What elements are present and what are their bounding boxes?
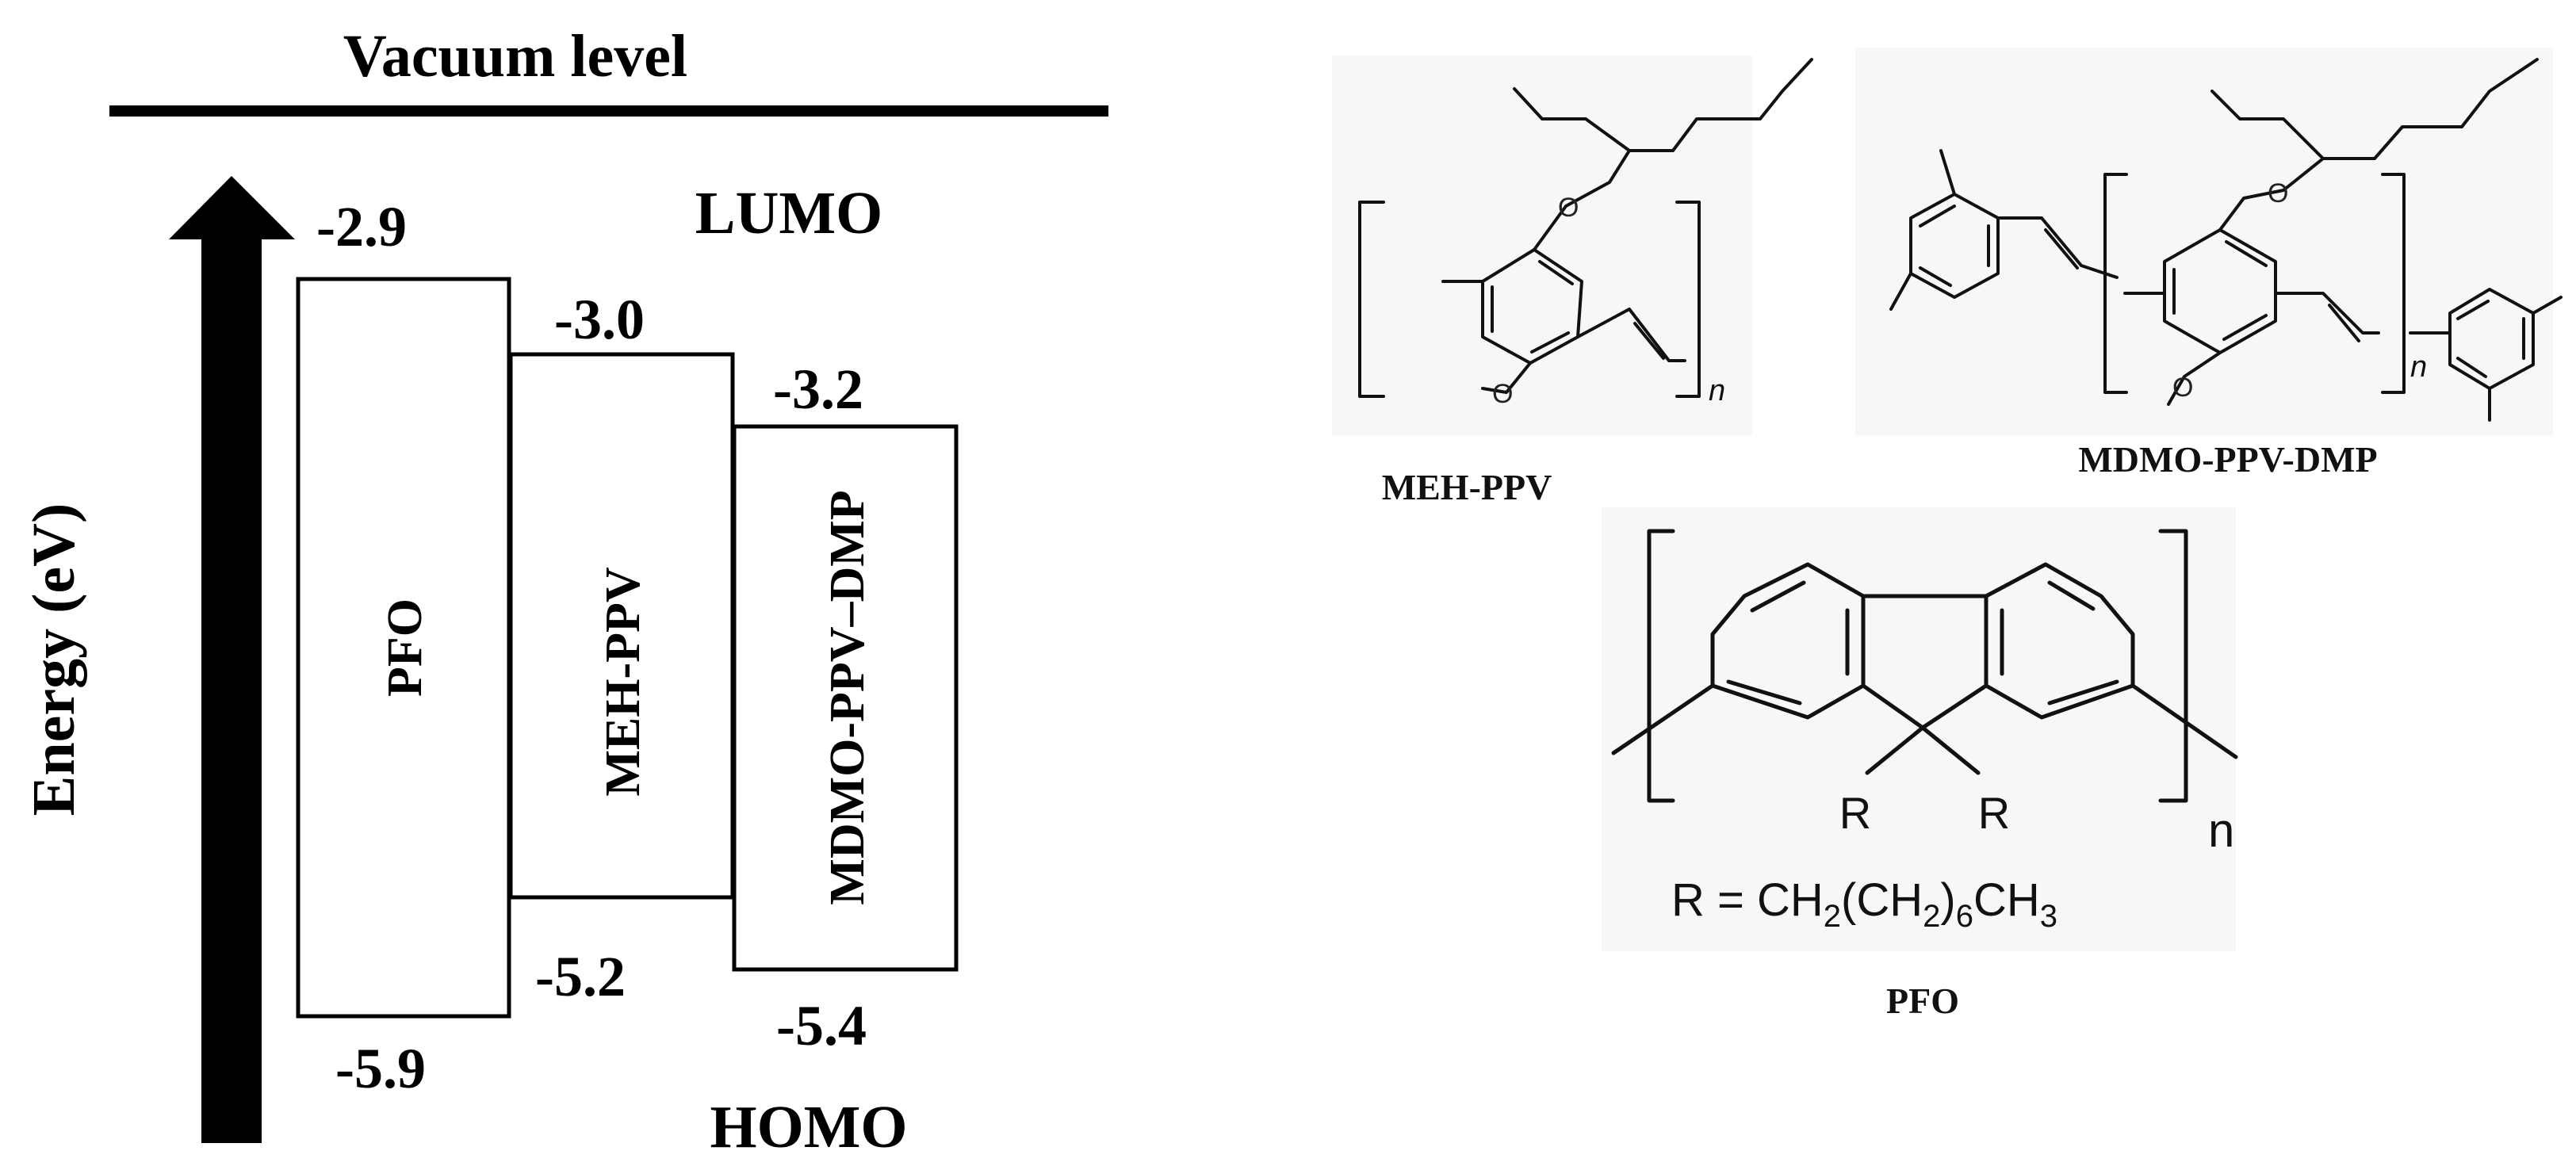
mdmo-right-ring-double-bonds: [2456, 300, 2525, 378]
pfo-left-bracket: [1647, 529, 1675, 803]
meh-ppv-level-box: MEH-PPV: [508, 352, 735, 900]
pfo-box-label: PFO: [378, 598, 432, 697]
formula-sub4: 3: [2040, 899, 2057, 934]
mdmo-right-bracket: [2381, 173, 2406, 394]
pfo-right-hexagon: [1984, 562, 2135, 720]
pfo-r-bonds: [1865, 725, 1981, 775]
meh-ppv-vinylene: [1576, 308, 1686, 362]
energy-axis-label: Energy (eV): [21, 503, 87, 816]
vacuum-level-label: Vacuum level: [343, 23, 687, 90]
mdmo-ppv-dmp-structure: O O n: [1855, 48, 2563, 436]
meh-ppv-oxygen-bottom: O: [1492, 379, 1513, 409]
mdmo-center-links: [2123, 292, 2380, 342]
mdmo-methoxy: [2167, 351, 2222, 406]
pfo-homo-value: -5.9: [335, 1037, 426, 1100]
pfo-chain-ends: [1611, 683, 2238, 759]
meh-ppv-homo-value: -5.2: [535, 945, 626, 1008]
mdmo-left-vinylene: [1996, 216, 2119, 279]
pfo-double-bonds: [1726, 580, 2119, 705]
mdmo-box-rect: [732, 424, 959, 972]
pfo-lumo-value: -2.9: [316, 195, 407, 258]
pfo-r-left: R: [1839, 788, 1871, 838]
formula-sub1: 2: [1824, 899, 1841, 934]
formula-sub2: 2: [1923, 899, 1940, 934]
mdmo-structure-background: [1855, 48, 2553, 436]
pfo-level-box: PFO: [296, 277, 511, 1019]
meh-ppv-caption: MEH-PPV: [1382, 467, 1552, 507]
pfo-caption: PFO: [1886, 981, 1959, 1021]
mdmo-oxygen-bottom: O: [2172, 373, 2193, 403]
mdmo-ppv-dmp-level-box: MDMO-PPV–DMP: [732, 424, 959, 972]
mdmo-oxygen-top: O: [2268, 178, 2288, 208]
mdmo-center-ring-double-bonds: [2172, 240, 2268, 341]
meh-ppv-ring-double-bonds: [1491, 260, 1574, 354]
mdmo-ethylhexyloxy-chain: [2210, 58, 2539, 231]
meh-ppv-ethylhexyloxy-chain: [1513, 58, 1813, 251]
pfo-right-bracket: [2158, 529, 2188, 803]
meh-ppv-methoxy: [1481, 361, 1532, 394]
pfo-left-hexagon: [1710, 562, 1866, 720]
meh-ppv-structure-background: [1332, 55, 1752, 436]
homo-label: HOMO: [710, 1094, 907, 1160]
meh-ppv-left-bracket: [1358, 201, 1385, 398]
meh-ppv-lumo-value: -3.0: [554, 288, 645, 351]
mdmo-caption: MDMO-PPV-DMP: [2078, 439, 2377, 480]
pfo-r-formula: R = CH2(CH2)6CH3: [1671, 874, 2057, 934]
formula-mid3: CH: [1973, 874, 2040, 926]
mdmo-left-methyls: [1889, 149, 1956, 311]
mdmo-right-links: [2409, 296, 2563, 422]
meh-ppv-box-label: MEH-PPV: [596, 567, 650, 796]
meh-ppv-right-bracket: [1675, 201, 1701, 398]
formula-sub3: 6: [1956, 899, 1973, 934]
meh-ppv-structure: O O n: [1332, 55, 1813, 436]
formula-prefix: R = CH: [1671, 874, 1824, 926]
mdmo-box-label: MDMO-PPV–DMP: [821, 490, 875, 904]
meh-ppv-oxygen-top: O: [1558, 193, 1579, 223]
mdmo-homo-value: -5.4: [776, 994, 867, 1057]
formula-mid1: (CH: [1841, 874, 1923, 926]
mdmo-left-ring-double-bonds: [1919, 205, 1990, 287]
mdmo-lumo-value: -3.2: [773, 358, 863, 421]
pfo-repeat-n: n: [2208, 804, 2234, 857]
meh-ppv-repeat-n: n: [1709, 374, 1725, 407]
lumo-label: LUMO: [695, 180, 882, 247]
formula-mid2: ): [1940, 874, 1955, 926]
mdmo-right-dimethylphenyl-ring: [2448, 288, 2535, 390]
pfo-r-right: R: [1978, 788, 2010, 838]
energy-level-diagram: Vacuum level Energy (eV) LUMO HOMO PFO M…: [21, 23, 1108, 1160]
mdmo-repeat-n: n: [2410, 350, 2427, 384]
pfo-structure: [1602, 507, 2238, 951]
energy-axis-arrow: [169, 176, 295, 1143]
mdmo-left-bracket: [2103, 173, 2128, 394]
